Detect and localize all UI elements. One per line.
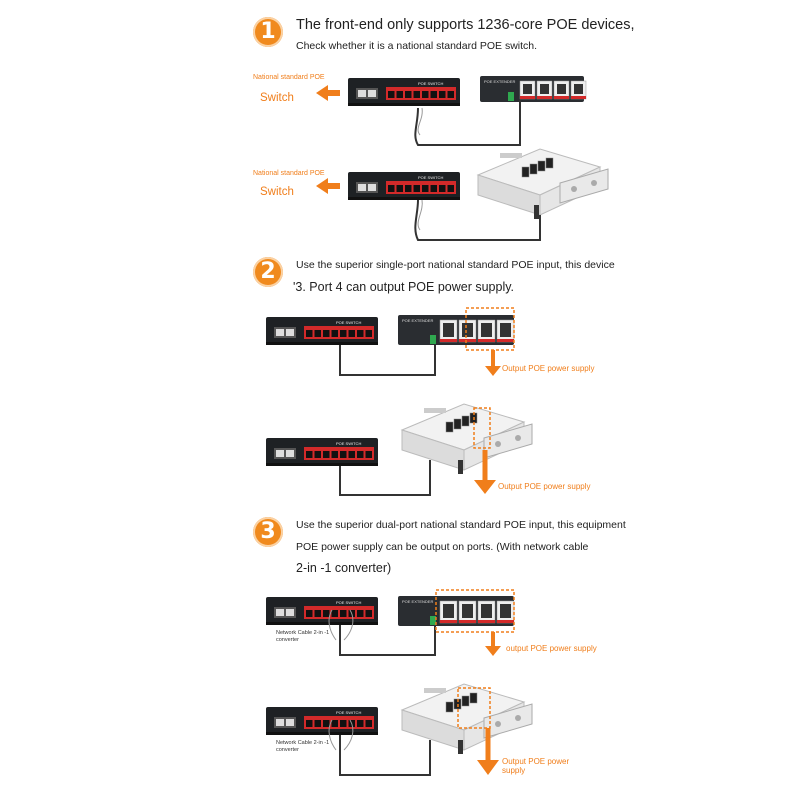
- step-2-line-1: Use the superior single-port national st…: [296, 259, 615, 271]
- step-2-badge: 2: [253, 257, 283, 287]
- output-arrow-icon: [485, 350, 501, 378]
- switch-device-1b: POE SWITCH: [348, 172, 460, 200]
- svg-text:POE SWITCH: POE SWITCH: [336, 710, 361, 715]
- arrow-left-icon: [316, 178, 340, 194]
- outdoor-box-device-3b: [400, 683, 533, 754]
- svg-text:POE SWITCH: POE SWITCH: [418, 81, 443, 86]
- output-arrow-icon: [474, 450, 496, 495]
- output-poe-label: output POE power supply: [506, 644, 597, 653]
- step-1-badge: 1: [253, 17, 283, 47]
- svg-text:POE SWITCH: POE SWITCH: [336, 320, 361, 325]
- extender-device-3a: POE EXTENDER: [398, 596, 515, 626]
- switch-device-2b: POE SWITCH: [266, 438, 378, 466]
- svg-text:POE EXTENDER: POE EXTENDER: [402, 599, 433, 604]
- step-1-subtitle: Check whether it is a national standard …: [296, 40, 538, 52]
- arrow-left-icon: [316, 85, 340, 101]
- national-standard-label: National standard POE: [253, 74, 325, 81]
- switch-device-1a: POE SWITCH: [348, 78, 460, 106]
- svg-text:POE SWITCH: POE SWITCH: [336, 600, 361, 605]
- step-2-line-2: '3. Port 4 can output POE power supply.: [293, 280, 515, 294]
- step-3-line-3: 2-in -1 converter): [296, 561, 392, 575]
- switch-device-2a: POE SWITCH: [266, 317, 378, 345]
- national-standard-label: National standard POE: [253, 170, 325, 177]
- step-1-title: The front-end only supports 1236-core PO…: [296, 17, 635, 33]
- switch-device-3b: POE SWITCH: [266, 707, 378, 735]
- output-arrow-icon: [477, 728, 499, 776]
- outdoor-box-device-2b: [400, 403, 533, 474]
- switch-label: Switch: [260, 186, 294, 198]
- switch-label: Switch: [260, 92, 294, 104]
- extender-device-2a: POE EXTENDER: [398, 315, 515, 345]
- extender-device-1a: POE EXTENDER: [480, 76, 587, 102]
- svg-text:POE EXTENDER: POE EXTENDER: [402, 318, 433, 323]
- output-poe-label: Output POE power supply: [498, 482, 591, 491]
- step-3-line-1: Use the superior dual-port national stan…: [296, 519, 626, 531]
- output-arrow-icon: [485, 632, 501, 658]
- outdoor-box-device-1b: [476, 148, 609, 219]
- output-poe-label: Output POE power supply: [502, 364, 595, 373]
- svg-text:POE SWITCH: POE SWITCH: [336, 441, 361, 446]
- converter-label: Network Cable 2-in -1 converter: [276, 630, 330, 643]
- svg-text:POE EXTENDER: POE EXTENDER: [484, 79, 515, 84]
- step-3-line-2: POE power supply can be output on ports.…: [296, 541, 589, 553]
- step-3-badge: 3: [253, 517, 283, 547]
- converter-label: Network Cable 2-in -1 converter: [276, 740, 330, 753]
- output-poe-label: Output POE power supply: [502, 757, 570, 775]
- svg-text:POE SWITCH: POE SWITCH: [418, 175, 443, 180]
